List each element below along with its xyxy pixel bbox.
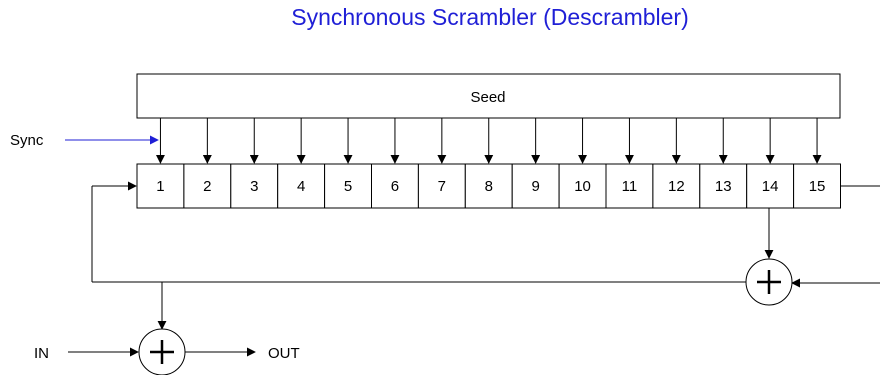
shift-register: 123456789101112131415 <box>137 164 841 208</box>
register-cell-label: 11 <box>622 178 638 195</box>
feedback-xor <box>746 259 792 305</box>
input-label: IN <box>34 345 49 362</box>
register-cell-label: 10 <box>574 178 591 195</box>
seed-load-arrows <box>160 118 817 163</box>
register-cell-label: 13 <box>715 178 732 195</box>
data-xor <box>139 329 185 375</box>
output-label: OUT <box>268 345 300 362</box>
register-cell-label: 4 <box>297 178 305 195</box>
register-cell-label: 5 <box>344 178 352 195</box>
register-cell-label: 8 <box>485 178 493 195</box>
register-cell-label: 6 <box>391 178 399 195</box>
register-cell-label: 15 <box>809 178 826 195</box>
register-cell-label: 7 <box>438 178 446 195</box>
register-cell-label: 14 <box>762 178 779 195</box>
register-cell-label: 1 <box>156 178 164 195</box>
register-cell-label: 2 <box>203 178 211 195</box>
seed-label: Seed <box>470 89 505 106</box>
register-cell-label: 3 <box>250 178 258 195</box>
register-cell-label: 9 <box>531 178 539 195</box>
sync-label: Sync <box>10 132 44 149</box>
register-cell-label: 12 <box>668 178 685 195</box>
